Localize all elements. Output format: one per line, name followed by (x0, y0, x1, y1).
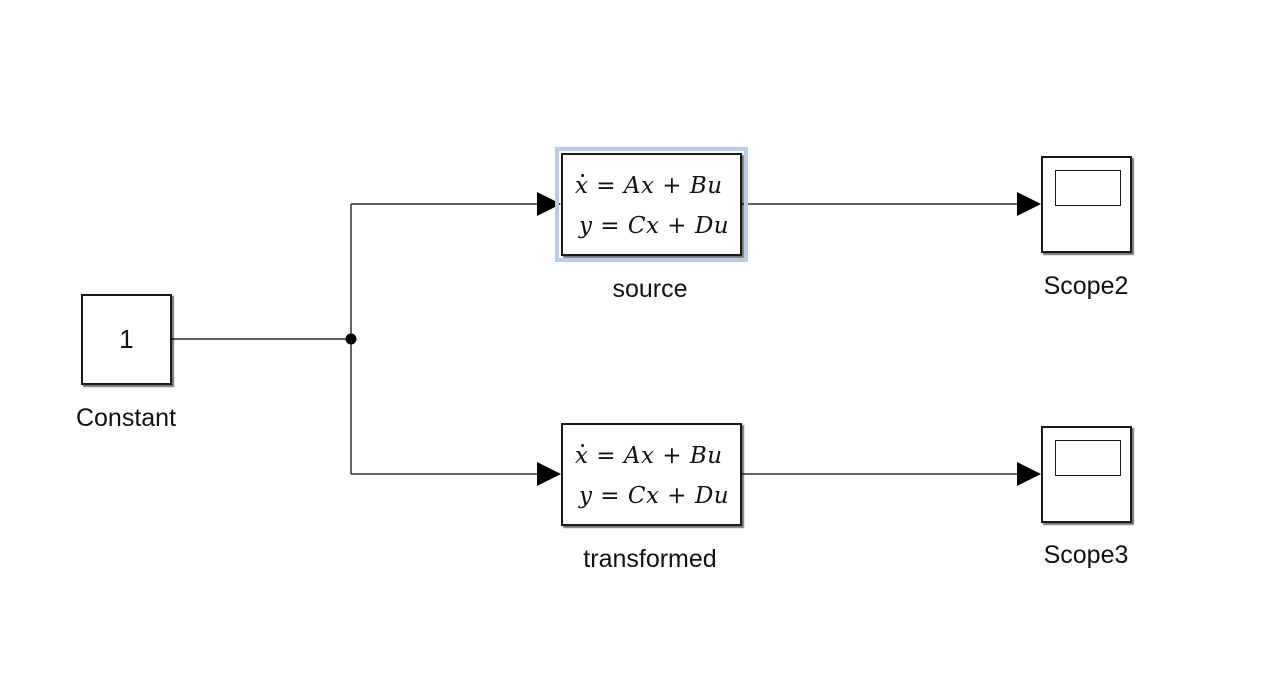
constant-value: 1 (119, 324, 134, 354)
arrowhead-transformed-input (537, 462, 561, 486)
branch-point[interactable] (345, 333, 357, 345)
arrowhead-scope2-input (1017, 192, 1041, 216)
source-output-equation: y = Cx + Du (579, 213, 730, 239)
scope2-block-label[interactable]: Scope2 (1043, 272, 1129, 300)
source-state-equation: x = Ax + Bu (575, 173, 723, 199)
constant-block[interactable]: 1 (81, 294, 172, 385)
scope3-block[interactable] (1041, 426, 1132, 523)
transformed-output-equation: y = Cx + Du (579, 483, 730, 509)
scope2-screen-icon (1055, 170, 1121, 206)
arrowhead-source-input (537, 192, 561, 216)
source-state-equation-rhs: = Ax + Bu (596, 173, 723, 199)
transformed-state-equation-rhs: = Ax + Bu (596, 443, 723, 469)
constant-block-label[interactable]: Constant (75, 404, 177, 432)
source-block-label[interactable]: source (612, 275, 688, 303)
transformed-xdot-symbol: x (575, 443, 589, 469)
arrowhead-scope3-input (1017, 462, 1041, 486)
source-xdot-symbol: x (575, 173, 589, 199)
scope3-screen-icon (1055, 440, 1121, 476)
scope2-block[interactable] (1041, 156, 1132, 253)
transformed-block-label[interactable]: transformed (583, 545, 717, 573)
source-state-space-block[interactable]: x = Ax + Bu y = Cx + Du (555, 147, 748, 262)
scope3-block-label[interactable]: Scope3 (1043, 541, 1129, 569)
transformed-state-space-block[interactable]: x = Ax + Bu y = Cx + Du (561, 423, 742, 526)
transformed-state-equation: x = Ax + Bu (575, 443, 723, 469)
